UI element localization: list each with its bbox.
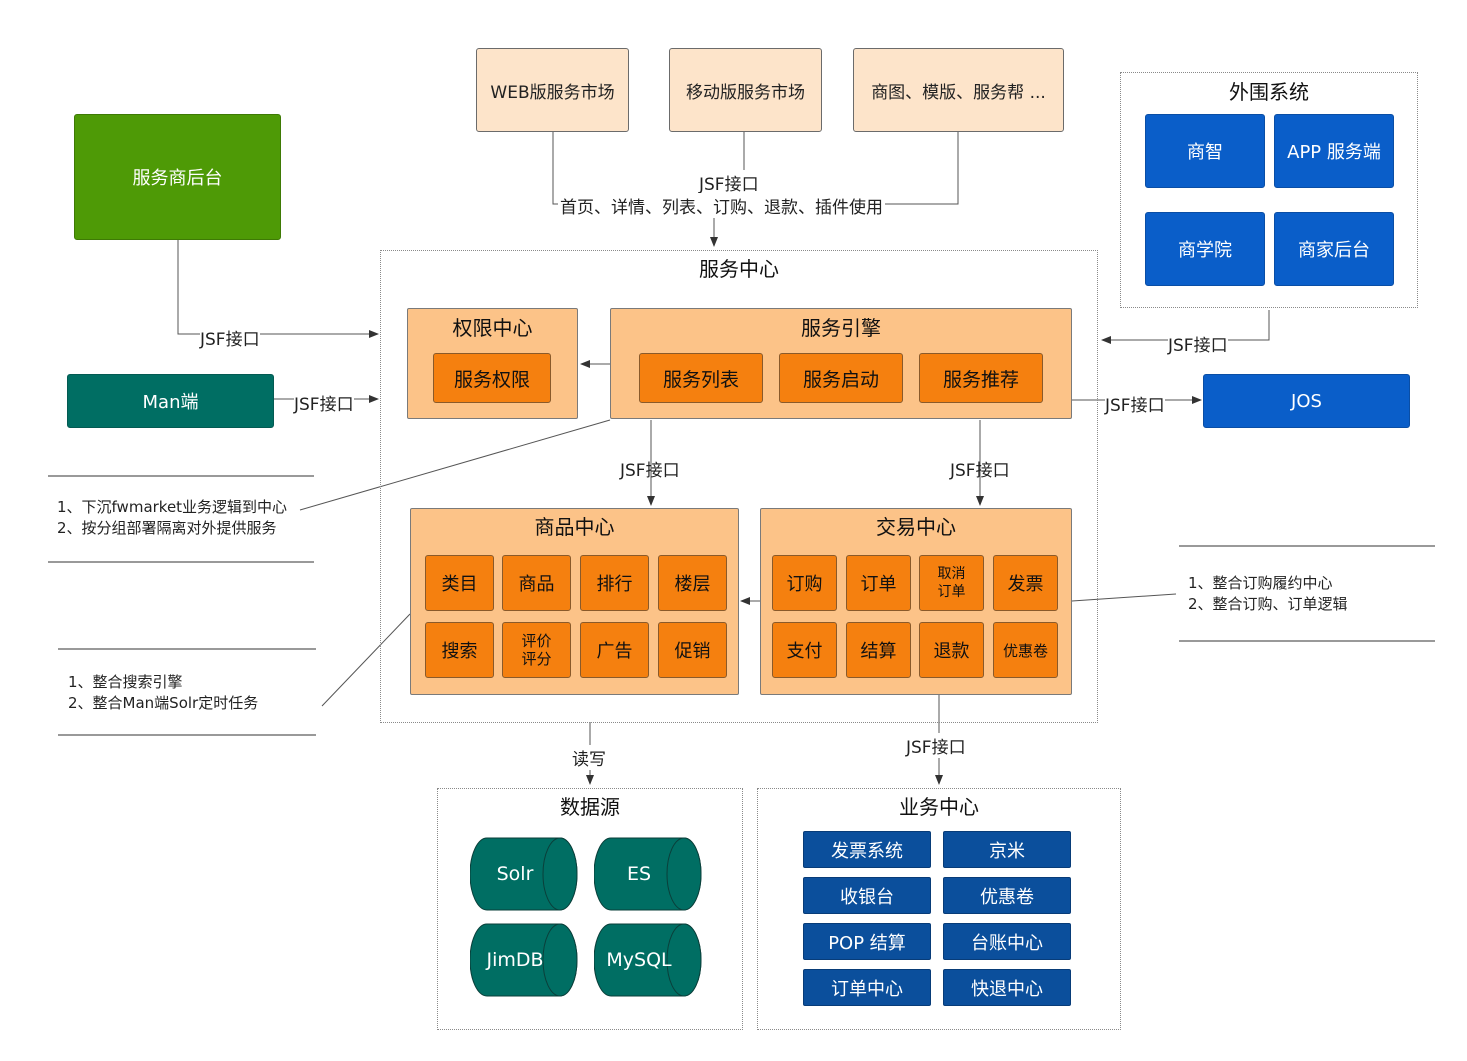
product-review-rating[interactable]: 评价 评分 (502, 622, 571, 678)
peripheral-item-shangzhi[interactable]: 商智 (1145, 114, 1265, 188)
engine-note: 1、下沉fwmarket业务逻辑到中心 2、按分组部署隔离对外提供服务 (57, 497, 287, 539)
misc-services-box[interactable]: 商图、模版、服务帮 ... (853, 48, 1064, 132)
trade-order[interactable]: 订单 (846, 555, 911, 611)
data-source-mysql[interactable]: MySQL (606, 949, 672, 971)
trade-coupon[interactable]: 优惠卷 (993, 622, 1058, 678)
business-ledger-center[interactable]: 台账中心 (943, 923, 1071, 960)
service-center-group (380, 250, 1098, 723)
auth-service-permission[interactable]: 服务权限 (433, 353, 551, 403)
business-cashier[interactable]: 收银台 (803, 877, 931, 914)
engine-service-recommend[interactable]: 服务推荐 (919, 353, 1043, 403)
auth-center-title: 权限中心 (452, 316, 533, 340)
service-engine-title: 服务引擎 (801, 316, 881, 340)
business-center-title: 业务中心 (899, 795, 979, 819)
peripheral-item-app-server[interactable]: APP 服务端 (1274, 114, 1394, 188)
jos-iface-label: JSF接口 (1105, 391, 1165, 416)
peripheral-item-academy[interactable]: 商学院 (1145, 212, 1265, 286)
trade-subscribe[interactable]: 订购 (772, 555, 837, 611)
trade-note: 1、整合订购履约中心 2、整合订购、订单逻辑 (1188, 573, 1348, 615)
product-note-line-2: 2、整合Man端Solr定时任务 (68, 694, 259, 712)
business-order-center[interactable]: 订单中心 (803, 969, 931, 1006)
engine-product-iface-label: JSF接口 (620, 461, 680, 481)
trade-business-iface-label: JSF接口 (906, 733, 966, 758)
man-end-box[interactable]: Man端 (67, 374, 274, 428)
mysql-db-icon (594, 923, 702, 997)
business-fast-refund-center[interactable]: 快退中心 (943, 969, 1071, 1006)
engine-note-line-2: 2、按分组部署隔离对外提供服务 (57, 519, 277, 537)
data-source-jimdb[interactable]: JimDB (486, 949, 544, 971)
engine-service-start[interactable]: 服务启动 (779, 353, 903, 403)
trade-invoice[interactable]: 发票 (993, 555, 1058, 611)
service-center-title: 服务中心 (699, 257, 779, 281)
product-note: 1、整合搜索引擎 2、整合Man端Solr定时任务 (68, 672, 258, 714)
product-floor[interactable]: 楼层 (658, 555, 727, 611)
trade-refund[interactable]: 退款 (919, 622, 984, 678)
business-pop-settlement[interactable]: POP 结算 (803, 923, 931, 960)
product-note-line-1: 1、整合搜索引擎 (68, 673, 183, 691)
mobile-market-box[interactable]: 移动版服务市场 (669, 48, 822, 132)
data-source-solr[interactable]: Solr (496, 863, 534, 885)
provider-iface-label: JSF接口 (200, 325, 260, 350)
peripheral-title: 外围系统 (1229, 80, 1309, 104)
product-ranking[interactable]: 排行 (580, 555, 649, 611)
product-ads[interactable]: 广告 (580, 622, 649, 678)
engine-service-list[interactable]: 服务列表 (639, 353, 763, 403)
data-source-title: 数据源 (560, 795, 620, 819)
peripheral-iface-label: JSF接口 (1168, 331, 1228, 356)
trade-payment[interactable]: 支付 (772, 622, 837, 678)
business-center-group (757, 788, 1121, 1030)
solr-db-icon (470, 837, 578, 911)
jimdb-db-icon (470, 923, 578, 997)
product-search[interactable]: 搜索 (425, 622, 494, 678)
es-db-icon (594, 837, 702, 911)
engine-trade-iface-label: JSF接口 (950, 461, 1010, 481)
data-source-group (437, 788, 743, 1030)
web-market-box[interactable]: WEB版服务市场 (476, 48, 629, 132)
trade-note-line-2: 2、整合订购、订单逻辑 (1188, 595, 1348, 613)
trade-note-line-1: 1、整合订购履约中心 (1188, 574, 1333, 592)
product-center-title: 商品中心 (534, 515, 615, 539)
trade-cancel-order[interactable]: 取消 订单 (919, 555, 984, 611)
peripheral-group (1120, 72, 1418, 308)
trade-settlement[interactable]: 结算 (846, 622, 911, 678)
jos-box[interactable]: JOS (1203, 374, 1410, 428)
product-category[interactable]: 类目 (425, 555, 494, 611)
data-source-es[interactable]: ES (626, 863, 652, 885)
top-iface-usage: 首页、详情、列表、订购、退款、插件使用 (558, 193, 885, 218)
business-jingmi[interactable]: 京米 (943, 831, 1071, 868)
engine-note-line-1: 1、下沉fwmarket业务逻辑到中心 (57, 498, 288, 516)
provider-console-box[interactable]: 服务商后台 (74, 114, 281, 240)
business-coupon[interactable]: 优惠卷 (943, 877, 1071, 914)
peripheral-item-merchant-backend[interactable]: 商家后台 (1274, 212, 1394, 286)
product-promotion[interactable]: 促销 (658, 622, 727, 678)
rw-label: 读写 (572, 745, 606, 770)
top-iface-label: JSF接口 (699, 170, 759, 195)
trade-center-title: 交易中心 (876, 515, 956, 539)
man-iface-label: JSF接口 (294, 390, 354, 415)
business-invoice-system[interactable]: 发票系统 (803, 831, 931, 868)
product-goods[interactable]: 商品 (502, 555, 571, 611)
